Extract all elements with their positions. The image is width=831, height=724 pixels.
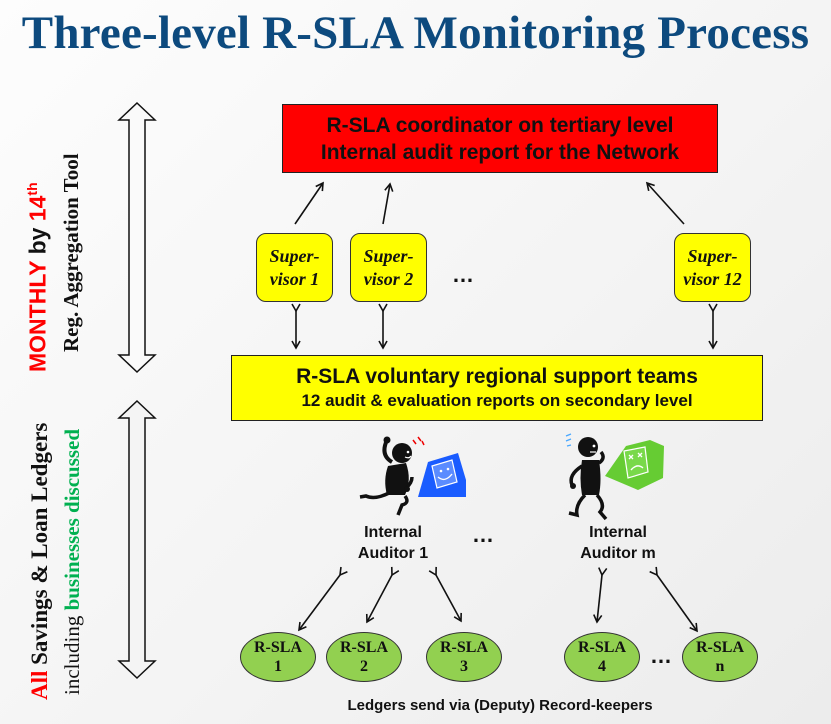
ledger-node-1[interactable]: R-SLA 1 xyxy=(240,632,316,682)
supervisor-line-2: visor 12 xyxy=(683,268,742,289)
auditors-ellipsis: … xyxy=(472,522,495,547)
arrow-aud1-ledger1 xyxy=(298,566,348,632)
timeline-arrow-lower xyxy=(117,399,157,680)
auditor-label-line-2: Auditor m xyxy=(580,545,656,562)
secondary-level-box[interactable]: R-SLA voluntary regional support teams 1… xyxy=(231,355,763,421)
arrow-sup2-to-tertiary xyxy=(382,182,394,225)
ledgers-ellipsis: … xyxy=(650,643,673,668)
ledger-line-2: n xyxy=(715,658,725,675)
auditor-label-line-1: Internal xyxy=(589,524,647,541)
supervisor-box-2[interactable]: Super- visor 2 xyxy=(350,233,427,302)
ledger-line-1: R-SLA xyxy=(339,639,388,656)
auditor-m-figure xyxy=(565,433,608,521)
supervisor-line-2: visor 2 xyxy=(363,268,414,289)
ledger-node-3[interactable]: R-SLA 3 xyxy=(426,632,502,682)
ledger-line-1: R-SLA xyxy=(253,639,302,656)
ledger-node-2[interactable]: R-SLA 2 xyxy=(326,632,402,682)
supervisor-line-1: Super- xyxy=(269,245,320,266)
supervisor-line-1: Super- xyxy=(687,245,738,266)
auditor-m-label: Internal Auditor m xyxy=(548,522,688,564)
ledger-line-2: 3 xyxy=(460,658,468,675)
arrow-sup12-to-tertiary xyxy=(645,181,685,225)
arrow-audm-ledger4 xyxy=(593,567,608,624)
sad-computer-icon xyxy=(605,440,664,490)
arrow-audm-ledgern xyxy=(649,566,698,633)
auditor-1-label: Internal Auditor 1 xyxy=(323,522,463,564)
happy-computer-icon xyxy=(418,453,466,497)
supervisor-line-2: visor 1 xyxy=(269,268,320,289)
supervisor-box-1[interactable]: Super- visor 1 xyxy=(256,233,333,302)
supervisor-box-12[interactable]: Super- visor 12 xyxy=(674,233,751,302)
ledger-node-4[interactable]: R-SLA 4 xyxy=(564,632,640,682)
ledger-line-1: R-SLA xyxy=(577,639,626,656)
ledger-line-2: 4 xyxy=(598,658,606,675)
arrow-aud1-ledger2 xyxy=(365,566,400,624)
supervisor-line-1: Super- xyxy=(363,245,414,266)
secondary-line-2: 12 audit & evaluation reports on seconda… xyxy=(301,391,693,410)
footer-caption: Ledgers send via (Deputy) Record-keepers xyxy=(347,697,653,714)
ledger-line-1: R-SLA xyxy=(439,639,488,656)
timeline-arrow-upper xyxy=(117,101,157,374)
ledger-line-2: 2 xyxy=(360,658,368,675)
arrow-sup1-to-tertiary xyxy=(294,181,324,225)
tertiary-level-box[interactable]: R-SLA coordinator on tertiary level Inte… xyxy=(282,104,718,173)
tertiary-line-1: R-SLA coordinator on tertiary level xyxy=(326,113,674,137)
tertiary-line-2: Internal audit report for the Network xyxy=(320,140,680,164)
auditor-label-line-1: Internal xyxy=(364,524,422,541)
secondary-line-1: R-SLA voluntary regional support teams xyxy=(296,365,698,388)
ledger-line-1: R-SLA xyxy=(695,639,744,656)
ledger-line-2: 1 xyxy=(274,658,282,675)
auditor-1-figure xyxy=(359,436,425,516)
page-title: Three-level R-SLA Monitoring Process xyxy=(21,7,810,59)
ledger-node-n[interactable]: R-SLA n xyxy=(682,632,758,682)
auditor-label-line-2: Auditor 1 xyxy=(357,545,429,562)
supervisors-ellipsis: … xyxy=(452,262,475,287)
arrow-aud1-ledger3 xyxy=(428,566,462,623)
